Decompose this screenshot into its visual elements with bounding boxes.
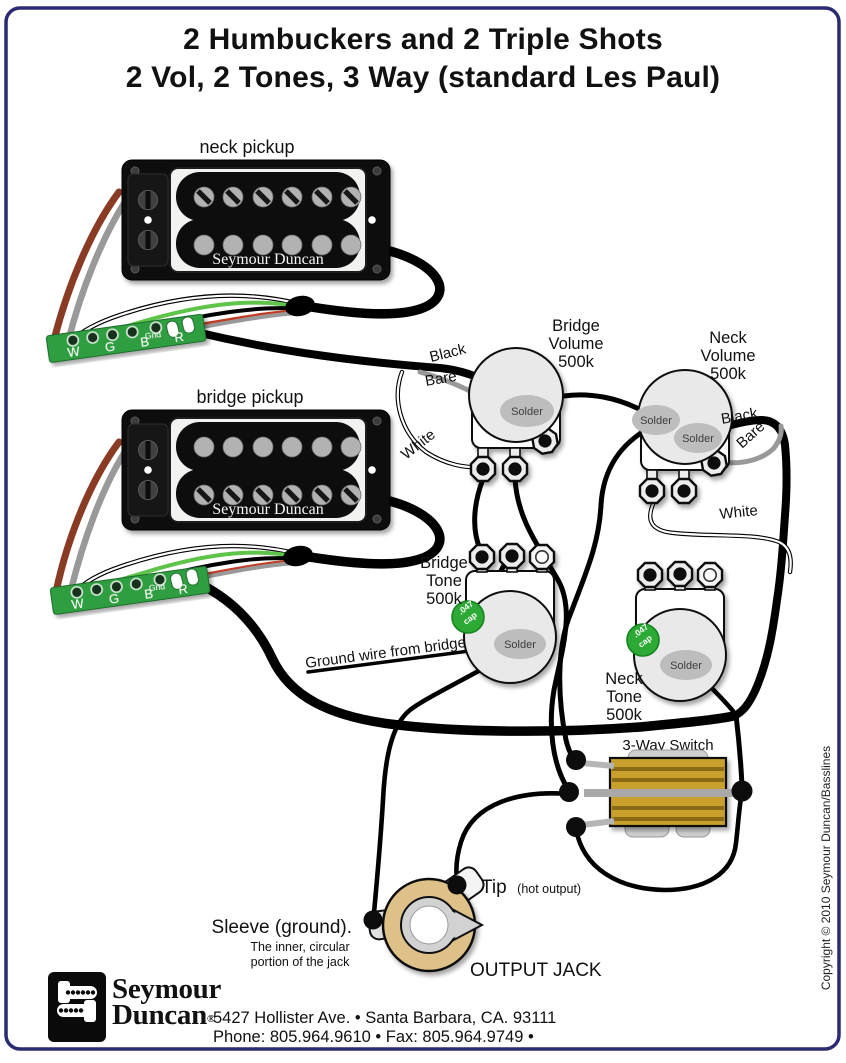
tip-wire <box>454 791 572 883</box>
bridge-tone-label: Bridge Tone 500k <box>420 554 468 608</box>
three-way-switch <box>559 749 753 838</box>
neck-pickup: Seymour Duncan <box>121 159 391 281</box>
neck-volume-label: Neck Volume 500k <box>700 329 755 383</box>
neck-triple-shot-pcb: W G B R Gnd <box>45 313 207 363</box>
tone-capacitor <box>626 623 660 657</box>
title-line-2: 2 Vol, 2 Tones, 3 Way (standard Les Paul… <box>126 61 720 94</box>
solder-blob <box>632 405 680 435</box>
neck-pickup-cable <box>300 245 445 319</box>
black-right-side-cable <box>696 415 791 719</box>
white-to-bridge-volume <box>396 370 482 469</box>
sleeve-sub-1: The inner, circular <box>250 940 349 954</box>
empty-lug <box>528 543 556 571</box>
switch-bottom-loop-wire <box>573 795 744 893</box>
solder-label: Solder <box>640 415 672 427</box>
output-jack-label: OUTPUT JACK <box>470 960 602 981</box>
copyright-sidebar: Copyright © 2010 Seymour Duncan/Bassline… <box>819 746 833 990</box>
sleeve-terminal <box>363 910 383 930</box>
solder-blob <box>674 423 722 453</box>
bridge-tone-pot: .047 cap Solder <box>451 542 557 684</box>
switch-terminal <box>566 817 586 837</box>
black-wire-label: Black <box>428 340 468 365</box>
ground-wire-label: Ground wire from bridge <box>304 634 467 672</box>
solder-label: Solder <box>670 660 702 672</box>
output-jack <box>363 866 485 973</box>
title-line-1: 2 Humbuckers and 2 Triple Shots <box>183 23 663 56</box>
tip-terminal <box>447 875 467 895</box>
solder-blob <box>500 395 554 427</box>
bridge-volume-label: Bridge Volume 500k <box>548 317 603 371</box>
solder-label: Solder <box>682 433 714 445</box>
svg-text:500k: 500k <box>426 590 463 608</box>
footer-brand-word: Duncan <box>112 999 207 1031</box>
svg-text:500k: 500k <box>710 365 747 383</box>
sleeve-sub-2: portion of the jack <box>251 955 350 969</box>
footer-brand-line-2: Duncan® <box>112 999 215 1031</box>
bridge-pickup-cable <box>298 495 445 569</box>
svg-text:Neck: Neck <box>605 670 643 688</box>
diagram-title: 2 Humbuckers and 2 Triple Shots 2 Vol, 2… <box>126 23 720 94</box>
registered-mark: ® <box>207 1013 215 1025</box>
tip-sub: (hot output) <box>517 882 581 896</box>
svg-text:Volume: Volume <box>700 347 755 365</box>
neck-volume-pot: Solder Solder <box>632 369 733 505</box>
svg-text:500k: 500k <box>606 706 643 724</box>
pcb-pads <box>70 573 167 599</box>
switch-right-wire <box>733 712 745 789</box>
neck-volume-to-switch-wire <box>557 422 658 762</box>
sleeve-label: Sleeve (ground). <box>212 917 352 938</box>
volume-to-tone-wire <box>472 476 486 552</box>
switch-terminal <box>731 780 753 802</box>
switch-terminal <box>566 750 586 770</box>
footer-brand-line-1: Seymour <box>112 973 221 1005</box>
solder-label: Solder <box>511 406 543 418</box>
bare-neck-volume <box>713 423 784 466</box>
switch-terminal <box>559 782 579 802</box>
svg-text:Bridge: Bridge <box>552 317 600 335</box>
svg-text:Neck: Neck <box>709 329 747 347</box>
page-border <box>4 6 841 1051</box>
white-neck-volume <box>649 496 792 574</box>
svg-text:Volume: Volume <box>548 335 603 353</box>
solder-blob <box>660 650 712 680</box>
bridge-pickup-label: bridge pickup <box>196 387 303 407</box>
neck-tone-label: Neck Tone 500k <box>605 670 643 724</box>
tip-label: Tip (hot output) <box>481 877 581 898</box>
pcb-gnd-label: Gnd <box>148 581 166 593</box>
bridge-gray-wire <box>66 443 132 598</box>
pcb-pads <box>66 321 163 347</box>
empty-lug <box>696 561 724 589</box>
pickup-brand-text: Seymour Duncan <box>212 501 324 518</box>
bridge-volume-to-switch-wire <box>512 475 571 792</box>
black-wire-label: Black <box>720 405 760 428</box>
bridge-white-conductor <box>76 544 300 592</box>
svg-text:Tone: Tone <box>606 688 642 706</box>
footer-phone: Phone: 805.964.9610 • Fax: 805.964.9749 … <box>213 1028 534 1046</box>
svg-text:Tone: Tone <box>426 572 462 590</box>
tone-capacitor <box>451 600 485 634</box>
svg-text:500k: 500k <box>558 353 595 371</box>
bridge-volume-pot: Solder <box>468 347 564 483</box>
white-wire-label: White <box>719 502 759 523</box>
seymour-duncan-logo <box>48 972 106 1042</box>
pcb-gnd-label: Gnd <box>144 329 162 341</box>
neck-white-conductor <box>72 294 302 341</box>
sleeve-wire <box>371 645 523 916</box>
bridge-brown-wire <box>52 438 123 596</box>
footer-address: 5427 Hollister Ave. • Santa Barbara, CA.… <box>213 1009 556 1027</box>
neck-tone-pot: .047 cap Solder <box>626 560 727 702</box>
cable-big-sweep <box>197 580 739 736</box>
neck-brown-wire <box>50 188 123 344</box>
neck-pickup-label: neck pickup <box>199 137 294 157</box>
solder-blob <box>494 629 546 659</box>
bridge-pickup: Seymour Duncan <box>121 409 391 531</box>
footer: Seymour Duncan® 5427 Hollister Ave. • Sa… <box>48 972 556 1046</box>
pickup-brand-text: Seymour Duncan <box>212 251 324 268</box>
tip-word: Tip <box>481 877 507 898</box>
bare-wire-label: Bare <box>424 368 458 390</box>
svg-text:Bridge: Bridge <box>420 554 468 572</box>
neck-gray-wire <box>64 193 132 346</box>
solder-label: Solder <box>504 639 536 651</box>
